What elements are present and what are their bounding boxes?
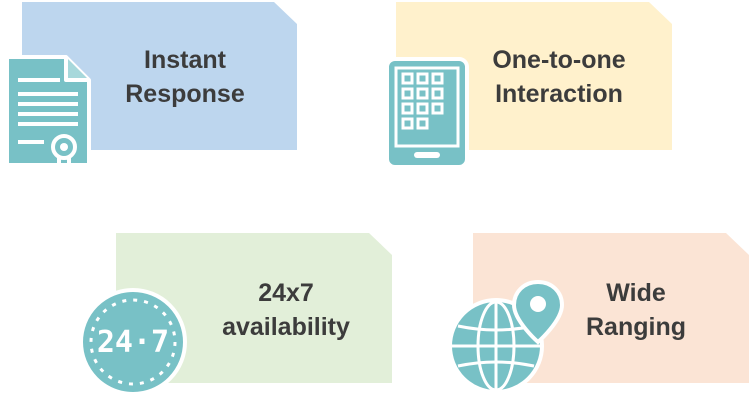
card-label-line1: Instant [144,46,226,74]
clock-text: 24·7 [97,325,169,360]
card-label-line1: Wide [606,279,666,307]
certificate-icon [5,55,91,169]
card-label-line2: availability [222,313,350,341]
tablet-icon [385,57,469,169]
card-label-line1: 24x7 [258,279,314,307]
card-label: One-to-one Interaction [474,43,644,111]
globe-location-icon [448,279,564,394]
card-label-line2: Interaction [495,80,623,108]
card-label: 24x7 availability [201,276,371,344]
card-label-line1: One-to-one [492,46,626,74]
clock-24x7-icon: 24·7 [79,288,187,396]
card-label: Wide Ranging [551,276,721,344]
card-label-line2: Response [125,80,245,108]
card-label-line2: Ranging [586,313,686,341]
card-label: Instant Response [100,43,270,111]
